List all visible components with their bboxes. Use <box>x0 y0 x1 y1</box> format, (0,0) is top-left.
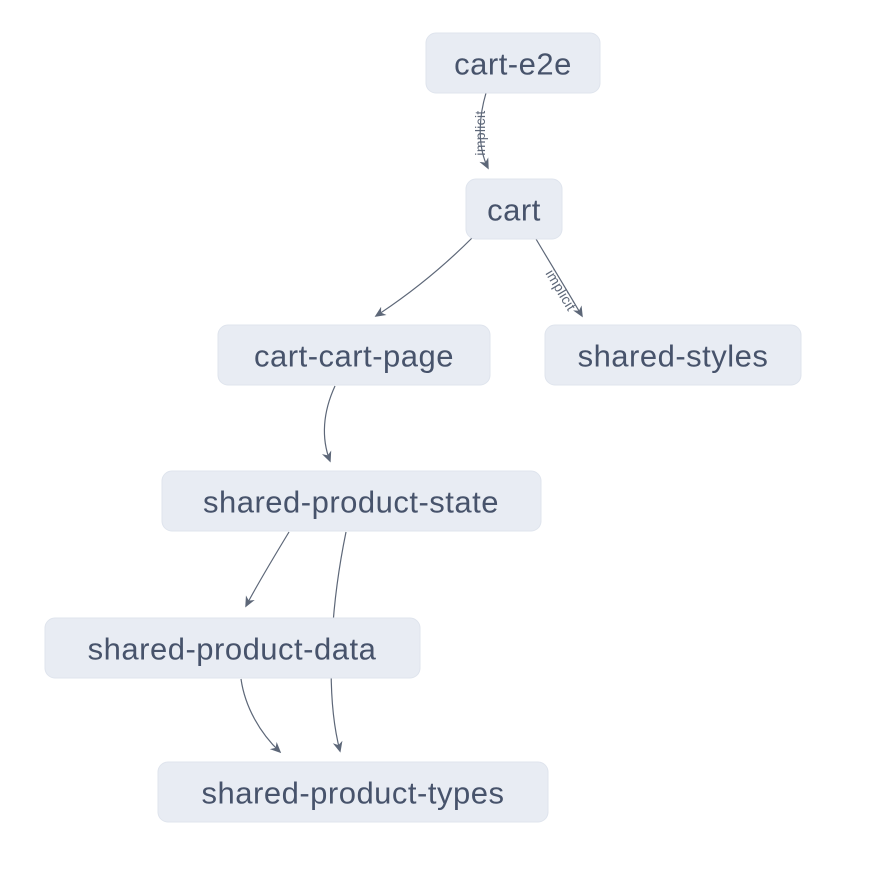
node-box <box>544 324 802 386</box>
edge-cart-e2e-to-cart <box>479 92 489 170</box>
node-box <box>217 324 491 386</box>
node-label: shared-product-state <box>203 485 499 520</box>
node-label: cart <box>487 193 541 228</box>
edge-cart-to-shared-styles <box>535 238 583 318</box>
edge-cart-cart-page-to-shared-product-state <box>321 385 336 463</box>
edge-cart-to-cart-cart-page <box>374 237 473 317</box>
node-cart-e2e[interactable]: cart-e2e <box>425 32 601 94</box>
node-cart-cart-page[interactable]: cart-cart-page <box>217 324 491 386</box>
node-label: shared-product-types <box>202 776 505 811</box>
node-box <box>425 32 601 94</box>
node-box <box>465 178 563 240</box>
edge-label-cart-e2e-to-cart: implicit <box>472 110 488 155</box>
node-shared-product-types[interactable]: shared-product-types <box>157 761 549 823</box>
node-box <box>161 470 542 532</box>
edge-shared-product-data-to-shared-product-types <box>240 678 282 754</box>
node-label: cart-cart-page <box>254 339 454 374</box>
node-shared-styles[interactable]: shared-styles <box>544 324 802 386</box>
edge-label-cart-to-shared-styles: implicit <box>543 267 580 314</box>
node-label: shared-product-data <box>88 632 377 667</box>
node-shared-product-state[interactable]: shared-product-state <box>161 470 542 532</box>
node-box <box>44 617 421 679</box>
node-layer: cart-e2e cart cart-cart-page shared-styl… <box>44 32 802 823</box>
node-box <box>157 761 549 823</box>
node-shared-product-data[interactable]: shared-product-data <box>44 617 421 679</box>
node-label: cart-e2e <box>454 47 572 82</box>
edge-shared-product-state-to-shared-product-data <box>245 531 290 608</box>
node-cart[interactable]: cart <box>465 178 563 240</box>
node-label: shared-styles <box>578 339 769 374</box>
